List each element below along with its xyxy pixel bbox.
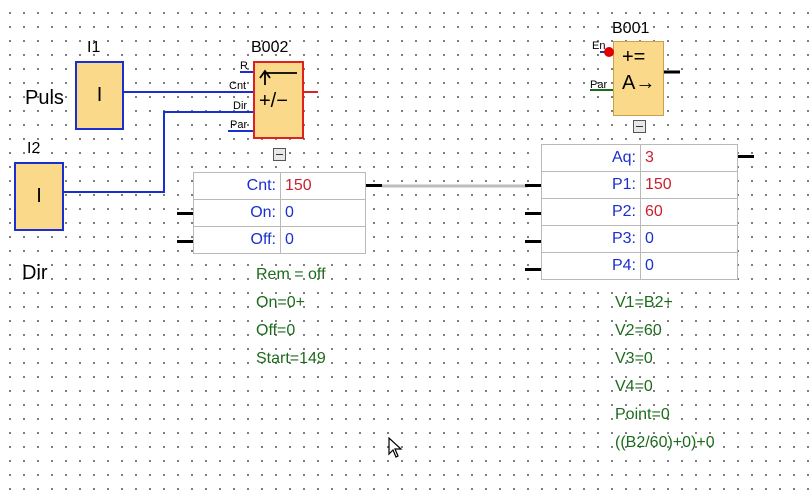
param-value[interactable]: 0: [640, 225, 738, 253]
note-line: Off=0: [256, 322, 296, 339]
param-name: P4:: [541, 252, 641, 280]
param-name: P3:: [541, 225, 641, 253]
minus-icon: [636, 125, 643, 128]
table-row: On: 0: [193, 199, 366, 227]
note-line: V4=0: [615, 378, 653, 395]
b001-glyph-bottom: A→: [622, 72, 656, 94]
b001-pin-par: Par: [590, 79, 608, 91]
b001-p2-input-connector[interactable]: [525, 212, 541, 215]
i1-title: I1: [87, 39, 101, 56]
param-name: P1:: [541, 171, 641, 199]
minus-icon: [276, 153, 283, 156]
note-line: ((B2/60)+0)+0: [615, 434, 715, 451]
param-value[interactable]: 60: [640, 198, 738, 226]
b001-p3-input-connector[interactable]: [525, 240, 541, 243]
b002-on-input-connector[interactable]: [177, 212, 193, 215]
b001-p1-input-connector[interactable]: [525, 184, 541, 187]
table-row: P2: 60: [541, 198, 738, 226]
note-line: Start=149: [256, 350, 326, 367]
i2-side-label: Dir: [22, 262, 48, 284]
b002-notes: Rem = off On=0+ Off=0 Start=149: [256, 261, 326, 373]
mouse-cursor-icon: [388, 437, 403, 458]
param-name: On:: [193, 199, 281, 227]
table-row: P3: 0: [541, 225, 738, 253]
table-row: Aq: 3: [541, 144, 738, 172]
b002-collapse-button[interactable]: [273, 148, 286, 161]
b002-param-table: Cnt: 150 On: 0 Off: 0: [193, 172, 366, 254]
b001-p4-input-connector[interactable]: [525, 268, 541, 271]
wire-i2-to-dir: [63, 111, 253, 193]
b002-off-input-connector[interactable]: [177, 240, 193, 243]
b002-pin-par: Par: [230, 119, 248, 131]
table-row: Cnt: 150: [193, 172, 366, 200]
b001-aq-output-connector[interactable]: [738, 155, 754, 158]
note-line: Point=0: [615, 406, 670, 423]
param-name: Off:: [193, 226, 281, 254]
note-line: V2=60: [615, 322, 662, 339]
b001-glyph-top: +=: [622, 46, 646, 68]
param-name: Cnt:: [193, 172, 281, 200]
param-value[interactable]: 0: [280, 199, 366, 227]
param-value[interactable]: 150: [280, 172, 366, 200]
i2-title: I2: [27, 140, 41, 157]
param-value[interactable]: 0: [640, 252, 738, 280]
en-pin-dot-icon[interactable]: [604, 47, 614, 57]
i1-side-label: Puls: [25, 87, 64, 109]
table-row: Off: 0: [193, 226, 366, 254]
param-value[interactable]: 150: [640, 171, 738, 199]
b002-glyph: +/−: [259, 90, 288, 112]
i1-glyph: I: [96, 84, 103, 106]
up-down-counter-icon: [259, 69, 297, 85]
b002-title: B002: [251, 39, 289, 56]
b001-collapse-button[interactable]: [633, 120, 646, 133]
note-line: V3=0: [615, 350, 653, 367]
param-name: P2:: [541, 198, 641, 226]
b001-notes: V1=B2+ V2=60 V3=0 V4=0 Point=0 ((B2/60)+…: [615, 289, 715, 457]
i1-input-block[interactable]: I: [75, 61, 124, 130]
param-value[interactable]: 3: [640, 144, 738, 172]
b002-pin-cnt: Cnt: [229, 80, 247, 92]
b001-param-table: Aq: 3 P1: 150 P2: 60 P3: 0 P4: 0: [541, 144, 738, 280]
note-line: V1=B2+: [615, 294, 673, 311]
table-row: P1: 150: [541, 171, 738, 199]
i2-glyph: I: [36, 185, 42, 207]
note-line: Rem = off: [256, 266, 326, 283]
param-value[interactable]: 0: [280, 226, 366, 254]
i2-input-block[interactable]: I: [14, 162, 64, 231]
b002-counter-block[interactable]: +/−: [253, 61, 304, 139]
b001-title: B001: [612, 20, 650, 37]
param-name: Aq:: [541, 144, 641, 172]
b002-cnt-output-connector[interactable]: [366, 184, 382, 187]
b002-pin-dir: Dir: [233, 100, 248, 112]
b002-pin-r: R: [240, 60, 248, 72]
table-row: P4: 0: [541, 252, 738, 280]
b001-pin-en: En: [592, 40, 606, 52]
note-line: On=0+: [256, 294, 305, 311]
b001-math-block[interactable]: += A→: [613, 41, 664, 116]
